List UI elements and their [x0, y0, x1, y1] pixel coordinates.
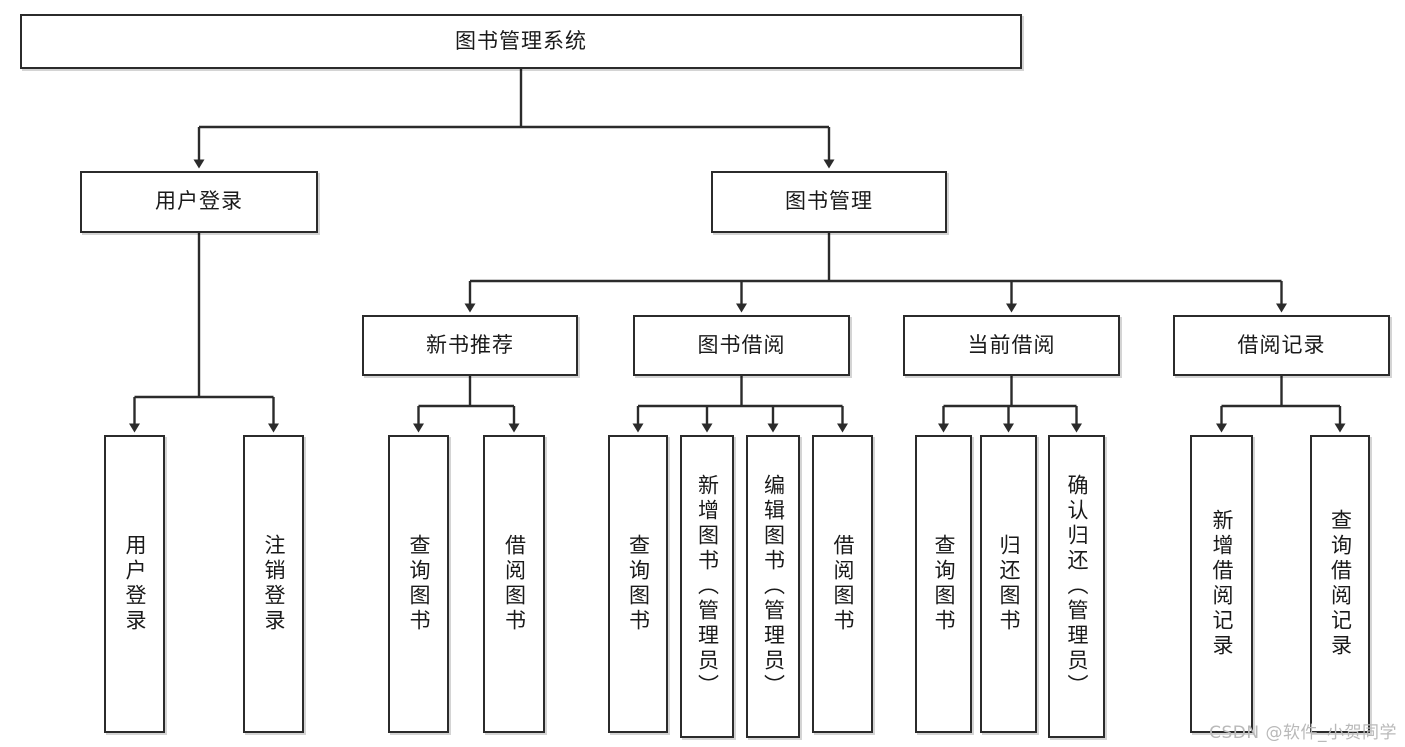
node-label: 查询图书	[932, 534, 957, 634]
leaf-edit-book-admin[interactable]: 编辑图书（管理员）	[746, 435, 800, 738]
leaf-user-logout[interactable]: 注销登录	[243, 435, 304, 733]
node-label: 图书管理	[785, 189, 873, 214]
node-label: 借阅图书	[502, 534, 527, 634]
leaf-return-book[interactable]: 归还图书	[980, 435, 1037, 733]
node-new-book-recommendation[interactable]: 新书推荐	[362, 315, 578, 376]
node-label: 图书管理系统	[455, 28, 587, 53]
node-label: 查询图书	[407, 534, 432, 634]
leaf-query-loan-record[interactable]: 查询借阅记录	[1310, 435, 1370, 733]
leaf-borrow-book-2[interactable]: 借阅图书	[812, 435, 873, 733]
node-root[interactable]: 图书管理系统	[20, 14, 1022, 69]
node-label: 注销登录	[262, 534, 287, 634]
node-book-manage[interactable]: 图书管理	[711, 171, 947, 233]
leaf-confirm-return-admin[interactable]: 确认归还（管理员）	[1048, 435, 1105, 738]
leaf-add-loan-record[interactable]: 新增借阅记录	[1190, 435, 1253, 733]
node-label: 用户登录	[123, 534, 148, 634]
node-loan-record[interactable]: 借阅记录	[1173, 315, 1390, 376]
node-label: 归还图书	[997, 534, 1022, 634]
node-label: 借阅图书	[831, 534, 856, 634]
leaf-query-book-3[interactable]: 查询图书	[915, 435, 972, 733]
node-label: 当前借阅	[967, 332, 1056, 357]
node-user-login[interactable]: 用户登录	[80, 171, 318, 233]
node-label: 查询图书	[626, 534, 651, 634]
node-label: 新增借阅记录	[1210, 509, 1235, 659]
leaf-borrow-book-1[interactable]: 借阅图书	[483, 435, 545, 733]
node-label: 借阅记录	[1237, 332, 1326, 357]
node-label: 图书借阅	[697, 332, 786, 357]
node-book-borrow[interactable]: 图书借阅	[633, 315, 850, 376]
node-label: 编辑图书（管理员）	[761, 474, 786, 699]
leaf-add-book-admin[interactable]: 新增图书（管理员）	[680, 435, 734, 738]
node-label: 查询借阅记录	[1328, 509, 1353, 659]
watermark-text: CSDN @软件_小贺同学	[1209, 723, 1397, 743]
node-label: 确认归还（管理员）	[1065, 474, 1090, 699]
node-label: 新增图书（管理员）	[695, 474, 720, 699]
node-label: 新书推荐	[426, 332, 514, 357]
leaf-user-login[interactable]: 用户登录	[104, 435, 165, 733]
node-label: 用户登录	[155, 189, 243, 214]
leaf-query-book-1[interactable]: 查询图书	[388, 435, 449, 733]
node-current-loan[interactable]: 当前借阅	[903, 315, 1120, 376]
leaf-query-book-2[interactable]: 查询图书	[608, 435, 668, 733]
